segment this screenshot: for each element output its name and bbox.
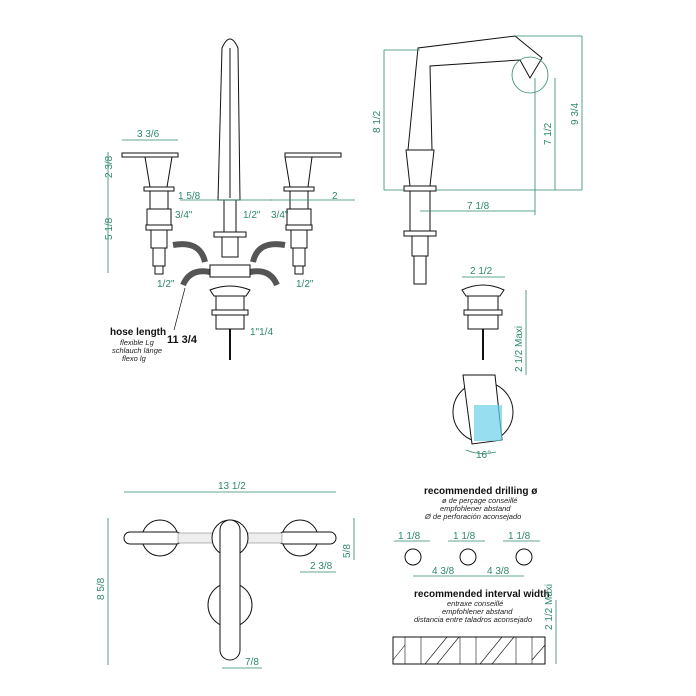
drilling-detail: recommended drilling ø ø de perçage cons… [392,486,557,665]
body-height-dim: 5 1/8 [104,217,115,240]
side-spout [407,35,543,151]
interval-translation: distancia entre taladros aconsejado [414,615,532,624]
top-view: 13 1/2 8 5/8 2 3/8 5/8 7/8 [96,481,355,669]
spout-height-dim: 7 1/2 [543,122,554,145]
outlet-right: 1/2" [296,279,314,290]
thread-center: 1/2" [243,210,261,221]
drill-hole [404,548,422,566]
drill-hole [459,548,477,566]
handle-offset-dim: 2 3/8 [310,561,333,572]
handle-width-dim: 3 3/6 [137,129,160,140]
countertop-section [392,636,546,665]
side-view: 8 1/2 7 1/2 9 3/4 7 1/8 [372,35,583,285]
hole-diameter-dim: 1 1/8 [453,531,476,542]
outlet-left: 1/2" [157,279,175,290]
interval-title: recommended interval width [414,589,550,600]
spacing-dim: 4 3/8 [487,566,510,577]
drain-max-dim: 2 1/2 Maxi [514,326,525,372]
hose-length-value: 11 3/4 [167,334,198,346]
drilling-translation: Ø de perforación aconsejado [424,512,521,521]
cartridge-highlight [474,405,502,441]
front-view: 3 3/6 2 3/8 5 1/8 1 5/8 2 3/4" 1/2" 3/4"… [104,38,355,363]
handle-diameter-dim: 2 [332,191,338,202]
hole-diameter-dim: 1 1/8 [508,531,531,542]
total-height-dim: 9 3/4 [570,102,581,125]
hole-diameter-dim: 1 1/8 [398,531,421,542]
hose-translation: schlauch länge [112,346,162,355]
total-width-dim: 13 1/2 [218,481,246,492]
interval-translation: entraxe conseillé [447,599,503,608]
drain-cap [209,285,251,297]
left-handle [121,152,179,158]
thread-left: 3/4" [175,210,193,221]
drilling-translation: ø de perçage conseillé [442,496,517,505]
drilling-title: recommended drilling ø [424,486,538,497]
drilling-translation: empfohlener abstand [440,504,511,513]
angle-dim: 16° [476,450,491,461]
interval-max-dim: 2 1/2 Maxi [544,584,555,630]
hose-translation: flexo lg [122,354,147,363]
hose-translation: flexible Lg [120,338,155,347]
drain-thread: 1"1/4 [250,327,273,338]
right-handle [284,152,342,158]
side-height-dim: 8 1/2 [372,110,383,133]
handle-depth-dim: 5/8 [342,544,353,558]
handle-height-dim: 2 3/8 [104,155,115,178]
hose-length-title: hose length [110,327,166,338]
depth-dim: 8 5/8 [96,577,107,600]
drain-diameter-dim: 2 1/2 [470,266,493,277]
drill-hole [515,548,533,566]
drain-detail: 2 1/2 2 1/2 Maxi 16° [452,266,527,461]
thread-right: 3/4" [271,210,289,221]
spout [217,38,241,201]
interval-translation: empfohlener abstand [442,607,513,616]
reach-dim: 7 1/8 [467,201,490,212]
spout-diameter-dim: 1 5/8 [178,191,201,202]
spout-offset-dim: 7/8 [245,657,259,668]
spacing-dim: 4 3/8 [432,566,455,577]
